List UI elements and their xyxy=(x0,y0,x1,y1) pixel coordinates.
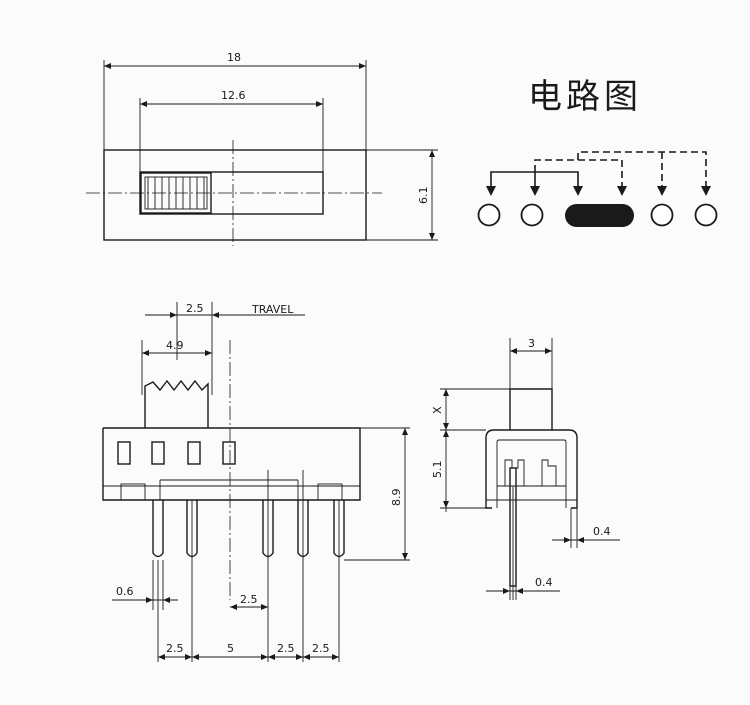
dim-pitch-3: 2.5 xyxy=(277,642,295,655)
dim-side-actuator-height: X xyxy=(431,406,444,414)
terminal-6 xyxy=(694,203,718,227)
dim-overall-length: 18 xyxy=(227,51,241,64)
dim-pin-thickness-bottom: 0.4 xyxy=(535,576,553,589)
terminal-2 xyxy=(520,203,544,227)
top-view: 18 12.6 xyxy=(86,51,438,246)
front-view: 2.5 TRAVEL 4.9 xyxy=(102,302,410,662)
dim-pin-thickness-right: 0.4 xyxy=(593,525,611,538)
dim-overall-height: 8.9 xyxy=(390,489,403,507)
dim-side-body-height: 5.1 xyxy=(431,461,444,479)
dim-travel: 2.5 xyxy=(186,302,204,315)
dim-actuator-width: 4.9 xyxy=(166,339,184,352)
terminal-5 xyxy=(650,203,674,227)
travel-label: TRAVEL xyxy=(251,303,294,316)
terminal-1 xyxy=(477,203,501,227)
dim-pin-offset: 2.5 xyxy=(240,593,258,606)
dim-pin-width: 0.6 xyxy=(116,585,134,598)
side-view: 3 X 5.1 0.4 xyxy=(431,337,620,600)
slider-contact xyxy=(565,204,634,227)
dim-side-actuator-width: 3 xyxy=(528,337,535,350)
dim-pitch-2: 5 xyxy=(227,642,234,655)
circuit-schematic xyxy=(477,151,718,227)
dim-height: 6.1 xyxy=(417,187,430,205)
dim-pitch-4: 2.5 xyxy=(312,642,330,655)
dim-slot-length: 12.6 xyxy=(221,89,246,102)
circuit-diagram-title: 电路图 xyxy=(528,77,642,117)
dim-pitch-1: 2.5 xyxy=(166,642,184,655)
